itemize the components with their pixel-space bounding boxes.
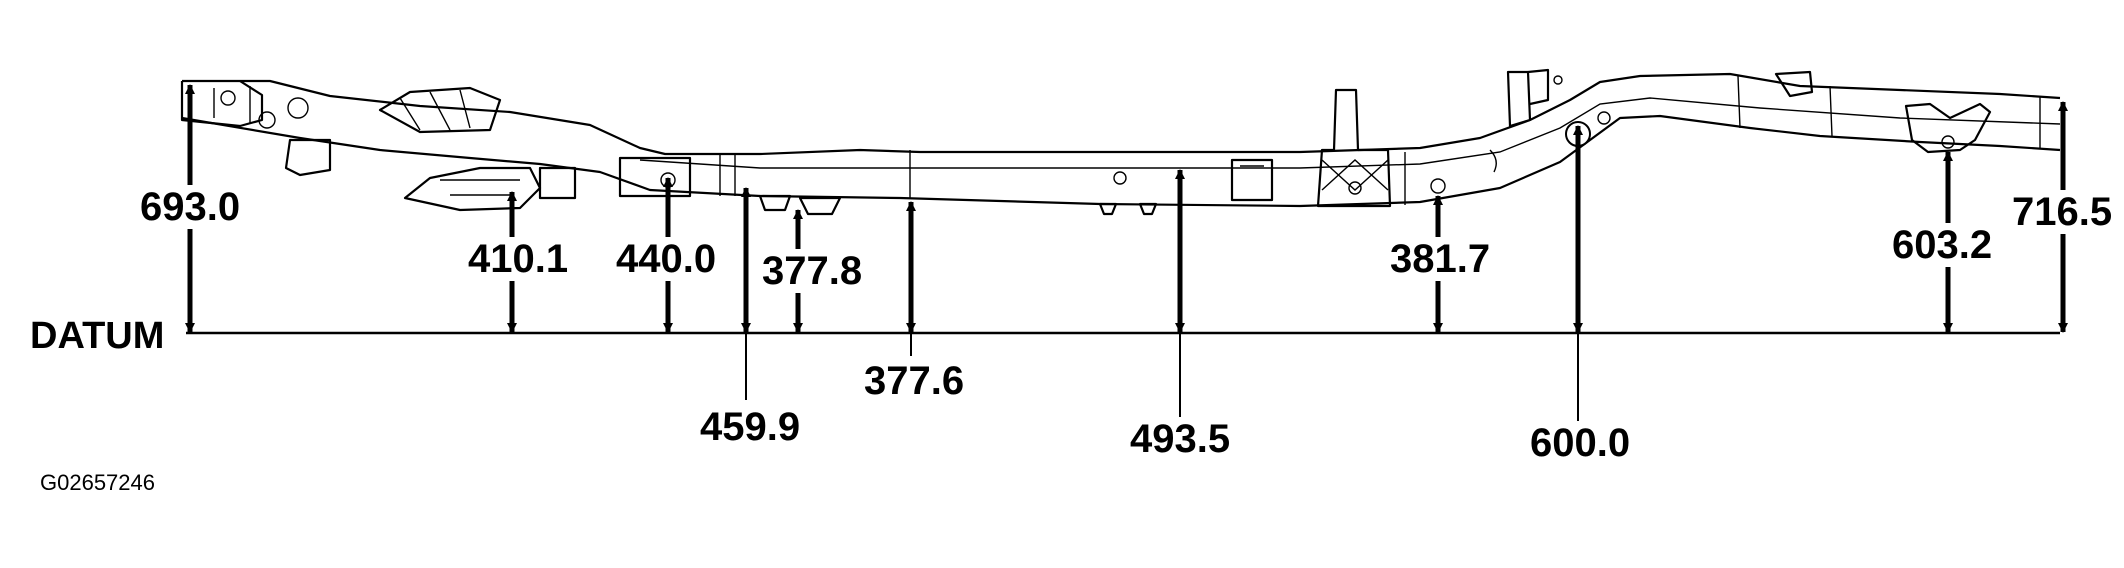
dimension-label-bg-d11 bbox=[2010, 190, 2115, 234]
dimension-label-bg-d1 bbox=[138, 185, 243, 229]
dimension-label-d7: 493.5 bbox=[1130, 417, 1230, 461]
body-mount-tab-4 bbox=[1138, 202, 1158, 216]
dimension-label-bg-d8 bbox=[1388, 237, 1493, 281]
crossmember-hole bbox=[1348, 181, 1362, 195]
dimension-label-bg-d3 bbox=[614, 237, 719, 281]
rail-hole-1 bbox=[1113, 171, 1127, 185]
front-bracket-plate bbox=[378, 86, 502, 134]
front-horn-hole-3 bbox=[287, 97, 309, 119]
dimension-label-bg-d5 bbox=[760, 249, 865, 293]
dimension-label-bg-d9 bbox=[1528, 421, 1633, 465]
rail-hole-2 bbox=[1430, 178, 1446, 194]
rear-bracket-top bbox=[1774, 70, 1814, 98]
lower-control-arm-mount bbox=[403, 166, 542, 212]
body-mount-tab-2 bbox=[798, 196, 842, 216]
body-mount-tab-3 bbox=[1098, 202, 1118, 216]
rear-seam bbox=[1737, 75, 1833, 137]
dimension-label-bg-d4 bbox=[698, 405, 803, 449]
frame-seam-1 bbox=[719, 150, 911, 198]
kickup-bracket bbox=[1506, 70, 1532, 128]
lower-mount-detail bbox=[440, 179, 520, 196]
small-bracket-a bbox=[538, 166, 577, 200]
rear-shackle-hole bbox=[1941, 135, 1955, 149]
dimension-label-d3: 440.0 bbox=[616, 237, 716, 281]
front-bracket-lower bbox=[284, 138, 332, 177]
dimension-label-d10: 603.2 bbox=[1892, 223, 1992, 267]
front-horn-hole-2 bbox=[258, 111, 276, 129]
frame-rail-drawing bbox=[180, 68, 2061, 216]
kickup-bracket-tab bbox=[1527, 68, 1550, 106]
dimension-label-d9: 600.0 bbox=[1530, 421, 1630, 465]
dimension-group: 693.0 410.1 440.0 459.9 377.8 377.6 493.5 381.7… bbox=[138, 84, 2115, 465]
mid-bracket-box bbox=[1230, 158, 1274, 202]
rear-shackle-bracket bbox=[1904, 102, 1992, 154]
kickup-hole bbox=[1553, 75, 1563, 85]
figure-code: G02657246 bbox=[40, 470, 155, 495]
body-mount-tab-1 bbox=[758, 194, 792, 212]
kickup-hole-2 bbox=[1597, 111, 1611, 125]
kickup-curve bbox=[1489, 149, 1497, 173]
front-horn-hole bbox=[220, 90, 236, 106]
frame-rail-top-edge bbox=[182, 72, 2061, 156]
dimension-label-d8: 381.7 bbox=[1390, 237, 1490, 281]
dimension-label-bg-d10 bbox=[1890, 223, 1995, 267]
dimension-label-bg-d7 bbox=[1128, 417, 1233, 461]
dimension-label-d1: 693.0 bbox=[140, 185, 240, 229]
front-horn-detail bbox=[213, 86, 251, 124]
frame-rail-bottom-edge bbox=[181, 114, 2061, 208]
dimension-label-bg-d6 bbox=[862, 359, 967, 403]
frame-rail-inner-line bbox=[639, 97, 2061, 169]
dimension-label-d4: 459.9 bbox=[700, 405, 800, 449]
dimension-label-d2: 410.1 bbox=[468, 237, 568, 281]
dimension-label-d5: 377.8 bbox=[762, 249, 862, 293]
dimension-label-bg-d2 bbox=[466, 237, 571, 281]
front-horn-section bbox=[180, 80, 264, 128]
front-bracket-ribs bbox=[399, 89, 471, 131]
crossmember-x-brace bbox=[1321, 159, 1389, 191]
crossmember-upright bbox=[1316, 88, 1392, 208]
small-bracket-b bbox=[618, 156, 692, 198]
datum-label: DATUM bbox=[30, 315, 164, 357]
dimension-label-d6: 377.6 bbox=[864, 359, 964, 403]
dimension-label-d11: 716.5 bbox=[2012, 190, 2112, 234]
